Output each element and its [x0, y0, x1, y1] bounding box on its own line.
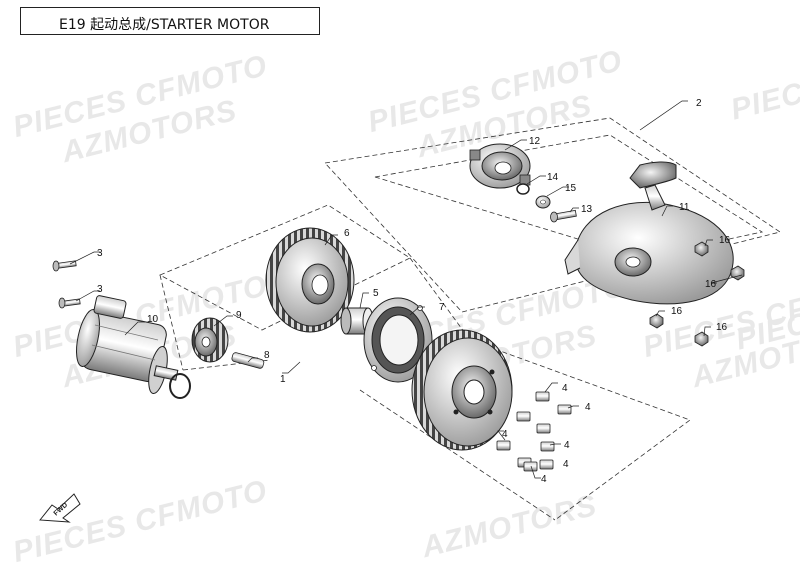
callout-10: 10 — [147, 314, 159, 325]
flange-bolts-16 — [649, 241, 745, 347]
diagram-title-text: 起动总成/STARTER MOTOR — [90, 17, 270, 33]
callout-1: 1 — [280, 374, 286, 385]
fwd-arrow-icon: FWD — [39, 493, 81, 523]
callout-8: 8 — [264, 350, 270, 361]
diagram-code: E19 — [59, 17, 86, 33]
callout-5: 5 — [373, 288, 379, 299]
parts-diagram: PIECES CFMOTO AZMOTORS PIECES CFMOTO AZM… — [10, 7, 800, 569]
callout-4b: 4 — [585, 402, 591, 413]
callout-4a: 4 — [562, 383, 568, 394]
starter-motor-10 — [76, 295, 179, 395]
o-ring — [169, 373, 191, 399]
callout-16d: 16 — [716, 322, 728, 333]
callout-4f: 4 — [541, 474, 547, 485]
bolts-4 — [496, 391, 572, 472]
washer-15 — [535, 195, 551, 209]
one-way-clutch-7 — [363, 297, 433, 383]
callout-15: 15 — [565, 183, 577, 194]
leader-lines — [69, 100, 743, 479]
recoil-starter-housing-11 — [564, 201, 734, 305]
callout-3a: 3 — [97, 248, 103, 259]
group-outline-recoil-starter — [324, 117, 781, 313]
starter-pulley-12 — [469, 143, 531, 189]
callout-11: 11 — [679, 202, 690, 213]
idle-gear-9 — [191, 317, 229, 363]
callout-4d: 4 — [564, 440, 570, 451]
callout-16b: 16 — [705, 279, 717, 290]
callout-12: 12 — [529, 136, 541, 147]
callout-14: 14 — [547, 172, 559, 183]
callout-6: 6 — [344, 228, 350, 239]
diagram-title: E19 起动总成/STARTER MOTOR — [59, 14, 269, 34]
bolt-13 — [550, 209, 577, 223]
callout-4e: 4 — [563, 459, 569, 470]
callout-3b: 3 — [97, 284, 103, 295]
washer-14 — [516, 183, 530, 195]
callout-16a: 16 — [719, 235, 731, 246]
callout-2: 2 — [696, 98, 702, 109]
diagram-title-box: E19 起动总成/STARTER MOTOR — [20, 7, 320, 35]
bolt-3-upper — [52, 260, 77, 272]
callout-labels: 1 2 3 3 4 4 4 4 4 4 5 6 7 8 9 10 11 12 1… — [97, 98, 731, 485]
flywheel-rotor — [411, 329, 513, 451]
callout-4c: 4 — [502, 429, 508, 440]
exploded-view: 1 2 3 3 4 4 4 4 4 4 5 6 7 8 9 10 11 12 1… — [39, 98, 781, 523]
callout-16c: 16 — [671, 306, 683, 317]
bolt-3-lower — [58, 297, 81, 309]
callout-9: 9 — [236, 310, 242, 321]
starter-driven-gear-6 — [265, 227, 355, 333]
callout-13: 13 — [581, 204, 593, 215]
callout-7: 7 — [439, 302, 445, 313]
pull-handle-2 — [629, 161, 677, 211]
shaft-8 — [231, 352, 265, 369]
group-outline-flywheel — [359, 257, 691, 521]
